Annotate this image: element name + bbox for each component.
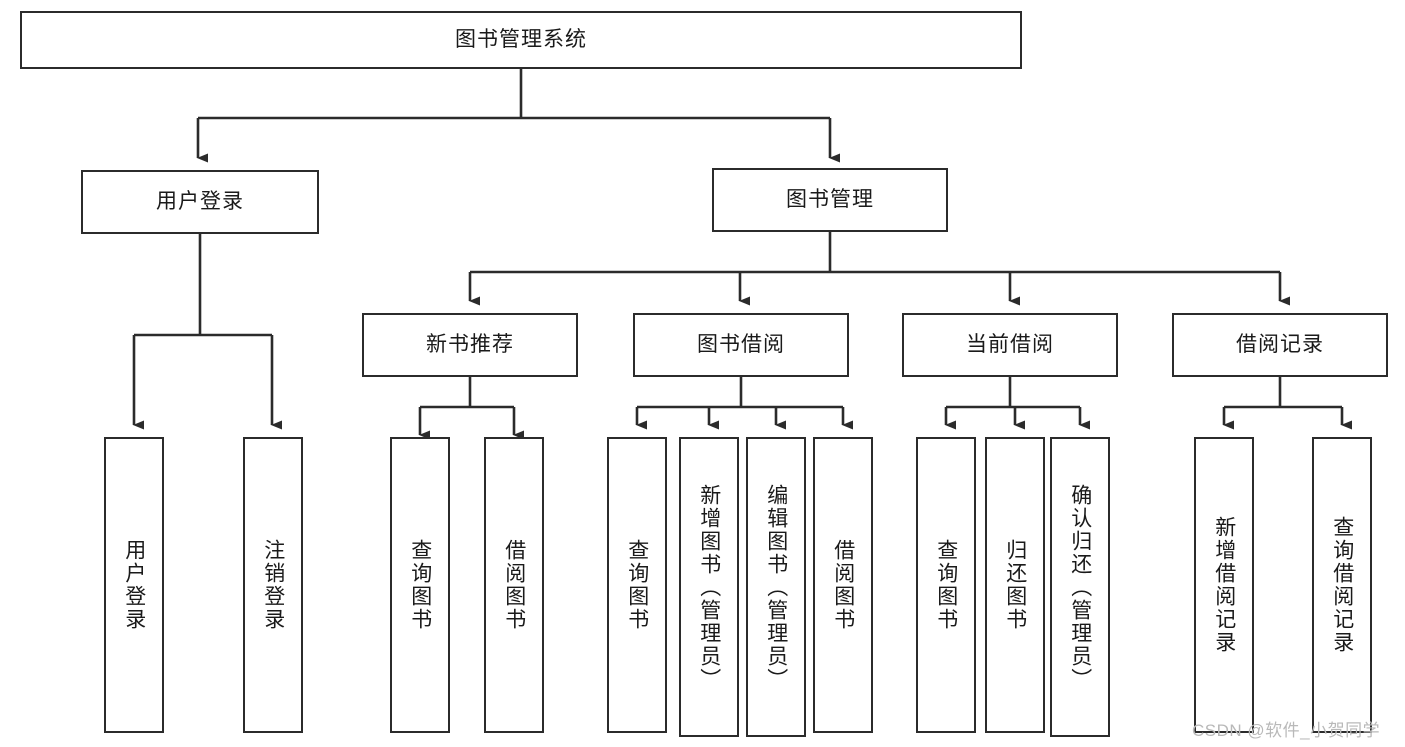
node-label: 查询图书 xyxy=(408,539,432,631)
node-label: 用户登录 xyxy=(122,539,146,631)
node-label: 新增图书（管理员） xyxy=(697,483,721,691)
node-leaf-bb-add[interactable]: 新增图书（管理员） xyxy=(679,437,739,737)
node-label: 图书管理系统 xyxy=(455,27,587,51)
conn-borrow-record xyxy=(1222,377,1352,430)
node-label: 图书管理 xyxy=(786,187,874,211)
node-label: 新书推荐 xyxy=(426,332,514,356)
node-label: 借阅记录 xyxy=(1236,332,1324,356)
conn-user-login xyxy=(132,234,282,430)
node-current-borrow[interactable]: 当前借阅 xyxy=(902,313,1118,377)
node-label: 新增借阅记录 xyxy=(1212,516,1236,654)
conn-current-borrow xyxy=(944,377,1090,430)
node-label: 编辑图书（管理员） xyxy=(764,483,788,691)
node-leaf-bb-edit[interactable]: 编辑图书（管理员） xyxy=(746,437,806,737)
node-label: 查询图书 xyxy=(934,539,958,631)
node-label: 借阅图书 xyxy=(831,539,855,631)
node-leaf-bb-query[interactable]: 查询图书 xyxy=(607,437,667,733)
node-leaf-nb-query[interactable]: 查询图书 xyxy=(390,437,450,733)
node-leaf-user-login[interactable]: 用户登录 xyxy=(104,437,164,733)
node-leaf-cb-query[interactable]: 查询图书 xyxy=(916,437,976,733)
conn-book-borrow xyxy=(635,377,853,430)
node-label: 图书借阅 xyxy=(697,332,785,356)
node-leaf-cb-return[interactable]: 归还图书 xyxy=(985,437,1045,733)
node-label: 确认归还（管理员） xyxy=(1068,483,1092,691)
node-label: 查询图书 xyxy=(625,539,649,631)
node-book-borrow[interactable]: 图书借阅 xyxy=(633,313,849,377)
conn-book-manage xyxy=(468,232,1290,306)
node-leaf-nb-borrow[interactable]: 借阅图书 xyxy=(484,437,544,733)
conn-new-book xyxy=(418,377,524,440)
node-borrow-record[interactable]: 借阅记录 xyxy=(1172,313,1388,377)
node-leaf-bb-borrow[interactable]: 借阅图书 xyxy=(813,437,873,733)
node-label: 借阅图书 xyxy=(502,539,526,631)
node-leaf-user-logout[interactable]: 注销登录 xyxy=(243,437,303,733)
node-label: 注销登录 xyxy=(261,539,285,631)
node-user-login[interactable]: 用户登录 xyxy=(81,170,319,234)
node-label: 当前借阅 xyxy=(966,332,1054,356)
conn-root xyxy=(196,69,840,163)
node-new-book-rec[interactable]: 新书推荐 xyxy=(362,313,578,377)
node-leaf-cb-confirm[interactable]: 确认归还（管理员） xyxy=(1050,437,1110,737)
node-leaf-br-query[interactable]: 查询借阅记录 xyxy=(1312,437,1372,733)
node-root[interactable]: 图书管理系统 xyxy=(20,11,1022,69)
node-label: 查询借阅记录 xyxy=(1330,516,1354,654)
node-leaf-br-add[interactable]: 新增借阅记录 xyxy=(1194,437,1254,733)
node-label: 用户登录 xyxy=(156,189,244,213)
node-book-manage[interactable]: 图书管理 xyxy=(712,168,948,232)
node-label: 归还图书 xyxy=(1003,539,1027,631)
